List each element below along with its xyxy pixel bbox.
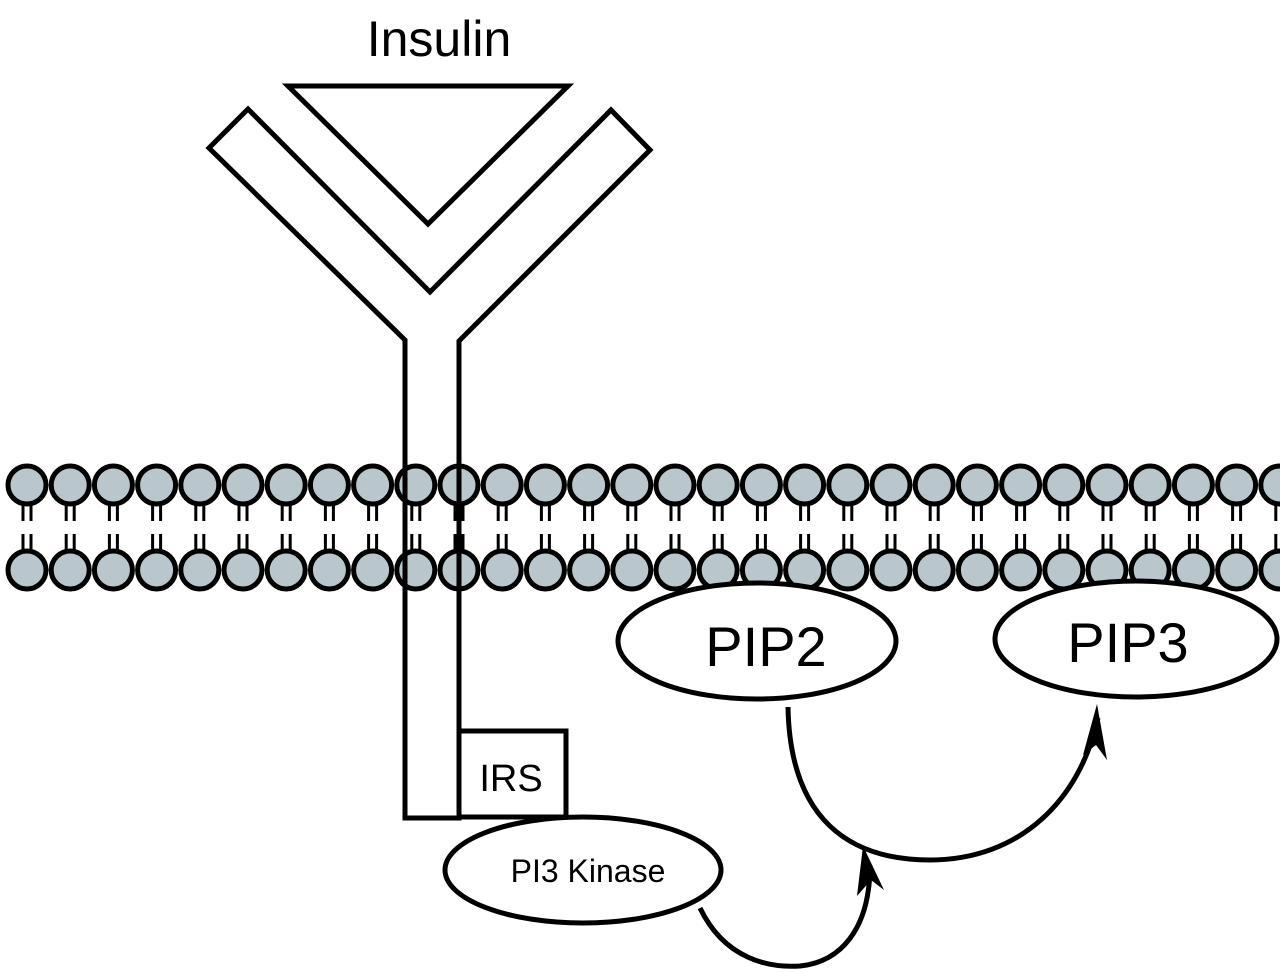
- lipid: [1128, 463, 1172, 592]
- lipid-head: [307, 463, 351, 507]
- lipid-head: [1128, 463, 1172, 507]
- pip3-arrowhead-icon: [1083, 704, 1107, 760]
- lipid-head: [48, 548, 92, 592]
- lipid-head: [48, 463, 92, 507]
- lipid-head: [307, 548, 351, 592]
- lipid-head: [1085, 463, 1129, 507]
- lipid: [1258, 463, 1280, 592]
- insulin-ligand: [281, 83, 575, 228]
- lipid: [91, 463, 135, 592]
- lipid-head: [912, 463, 956, 507]
- lipid-head: [783, 463, 827, 507]
- lipid: [1042, 463, 1086, 592]
- lipid: [5, 463, 49, 592]
- lipid-head: [696, 463, 740, 507]
- pip3-node: [992, 578, 1280, 700]
- lipid: [696, 463, 740, 592]
- lipid-head: [826, 548, 870, 592]
- lipid: [912, 463, 956, 592]
- pip3-label: PIP3: [1067, 611, 1188, 674]
- pi3k-catalysis-arrow: [697, 864, 873, 969]
- lipid: [955, 463, 999, 592]
- lipid-head: [1171, 463, 1215, 507]
- pi3-kinase-node: [442, 814, 724, 926]
- lipid-head: [135, 548, 179, 592]
- lipid-head: [351, 548, 395, 592]
- lipid-head: [610, 548, 654, 592]
- irs-box: [456, 728, 569, 820]
- lipid: [307, 463, 351, 592]
- lipid-head: [480, 548, 524, 592]
- insulin-receptor: [205, 105, 654, 821]
- pi3-kinase-label: PI3 Kinase: [511, 853, 666, 889]
- lipid-head: [869, 548, 913, 592]
- lipid: [1171, 463, 1215, 592]
- lipid-head: [523, 548, 567, 592]
- lipid: [48, 463, 92, 592]
- lipid: [178, 463, 222, 592]
- insulin-label: Insulin: [367, 11, 512, 67]
- lipid-head: [221, 548, 265, 592]
- lipid-head: [5, 548, 49, 592]
- lipid-head: [264, 463, 308, 507]
- lipid: [610, 463, 654, 592]
- catalysis-arrowhead-icon: [857, 846, 884, 896]
- pip2-node: [615, 580, 899, 702]
- lipid-head: [480, 463, 524, 507]
- lipid-bilayer: [5, 463, 1280, 592]
- lipid: [567, 463, 611, 592]
- lipid-head: [653, 548, 697, 592]
- lipid: [653, 463, 697, 592]
- lipid: [523, 463, 567, 592]
- lipid: [826, 463, 870, 592]
- lipid: [869, 463, 913, 592]
- pip2-to-pip3-arrow: [785, 706, 1101, 863]
- lipid-head: [178, 463, 222, 507]
- lipid-head: [1215, 463, 1259, 507]
- irs-label: IRS: [479, 758, 542, 800]
- lipid-head: [999, 548, 1043, 592]
- lipid-head: [1258, 548, 1280, 592]
- lipid: [135, 463, 179, 592]
- lipid-head: [610, 463, 654, 507]
- lipid-head: [91, 548, 135, 592]
- lipid: [351, 463, 395, 592]
- lipid-head: [1042, 548, 1086, 592]
- lipid: [1215, 463, 1259, 592]
- lipid-head: [221, 463, 265, 507]
- lipid-head: [5, 463, 49, 507]
- lipid-head: [955, 463, 999, 507]
- lipid-head: [955, 548, 999, 592]
- lipid-head: [567, 463, 611, 507]
- lipid: [264, 463, 308, 592]
- lipid: [1085, 463, 1129, 592]
- lipid-head: [999, 463, 1043, 507]
- lipid: [480, 463, 524, 592]
- pip2-label: PIP2: [705, 615, 826, 678]
- lipid: [221, 463, 265, 592]
- lipid-head: [1215, 548, 1259, 592]
- lipid-head: [912, 548, 956, 592]
- lipid-head: [739, 463, 783, 507]
- lipid-head: [523, 463, 567, 507]
- lipid-head: [178, 548, 222, 592]
- lipid: [999, 463, 1043, 592]
- lipid-head: [1042, 463, 1086, 507]
- lipid: [739, 463, 783, 592]
- lipid: [783, 463, 827, 592]
- lipid-head: [135, 463, 179, 507]
- lipid-head: [869, 463, 913, 507]
- lipid-head: [351, 463, 395, 507]
- lipid-head: [91, 463, 135, 507]
- lipid-head: [653, 463, 697, 507]
- lipid-head: [264, 548, 308, 592]
- lipid-head: [826, 463, 870, 507]
- lipid-head: [1258, 463, 1280, 507]
- lipid-head: [567, 548, 611, 592]
